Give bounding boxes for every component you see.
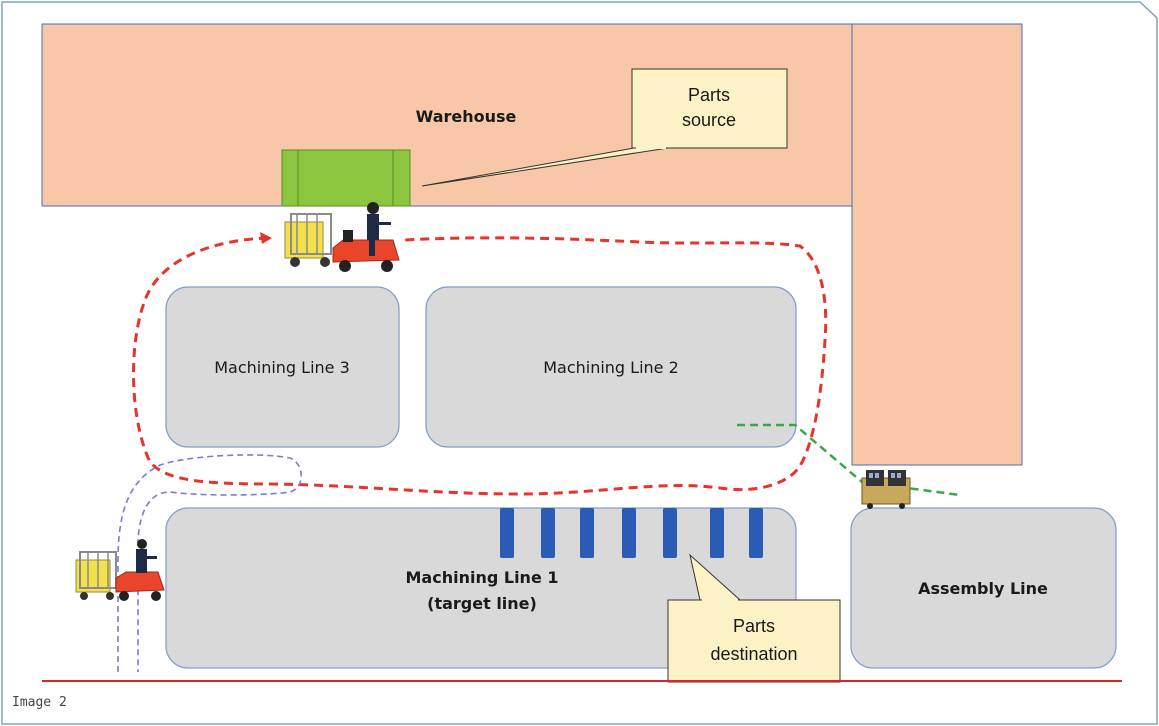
station-post [580, 508, 594, 558]
route-arrowhead [260, 232, 272, 244]
assembly-line [850, 507, 1117, 669]
agv-route-green [737, 423, 961, 497]
station-post [663, 508, 677, 558]
destination-stations [500, 508, 763, 558]
station-post [541, 508, 555, 558]
warehouse-label: Warehouse [416, 107, 517, 126]
parts-destination-callout: Parts destination [667, 553, 841, 683]
parts-destination-text-1: Parts [733, 616, 775, 636]
operator-icon [137, 539, 147, 549]
assembly-line-label: Assembly Line [918, 579, 1048, 598]
tugger-route-blue [117, 454, 303, 672]
parts-source-text-2: source [682, 110, 736, 130]
operator-icon [367, 202, 379, 214]
machining-line-2 [425, 286, 797, 448]
station-post [500, 508, 514, 558]
image-caption: Image 2 [12, 695, 67, 710]
agv-cart-icon [861, 470, 911, 509]
tugger-train-icon [75, 539, 165, 601]
machining-line-3-label: Machining Line 3 [214, 358, 350, 377]
machining-line-3 [165, 286, 400, 448]
parts-source-callout: Parts source [421, 68, 788, 187]
station-post [622, 508, 636, 558]
machining-line-1-label: Machining Line 1 [406, 568, 559, 587]
station-post [710, 508, 724, 558]
parts-source-bin [281, 149, 411, 207]
machining-line-2-label: Machining Line 2 [543, 358, 679, 377]
tugger-route-red [132, 236, 828, 496]
tugger-train-icon [284, 202, 400, 272]
warehouse-side-block [851, 23, 1023, 466]
parts-destination-text-2: destination [710, 644, 797, 664]
station-post [749, 508, 763, 558]
machining-line-1 [165, 507, 797, 669]
parts-source-text-1: Parts [688, 85, 730, 105]
machining-line-1-sublabel: (target line) [427, 594, 537, 613]
